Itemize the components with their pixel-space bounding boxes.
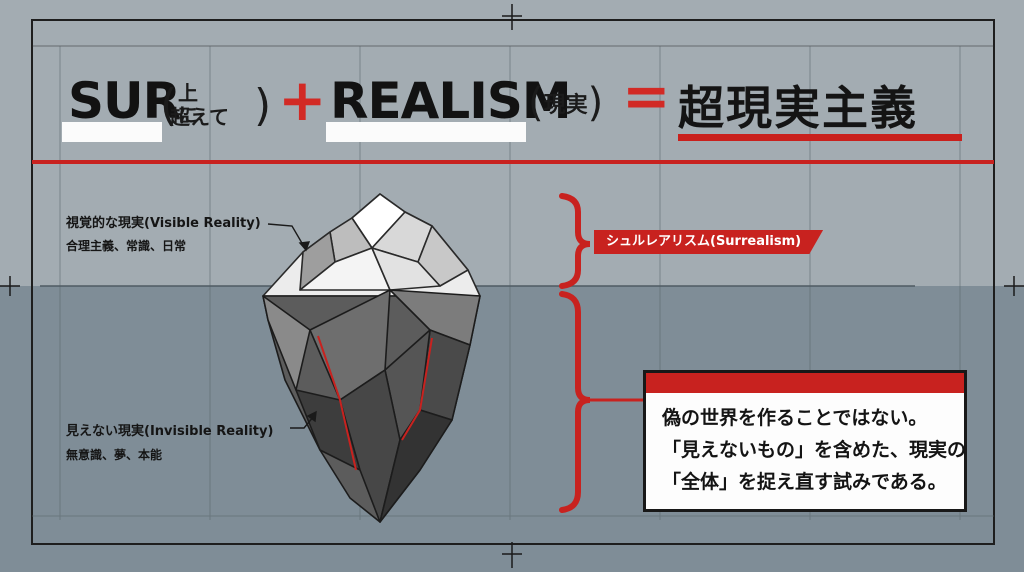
outer-frame — [31, 19, 995, 545]
callout-line-2: 「見えないもの」を含めた、現実の — [662, 439, 967, 461]
sur-meaning-line1: 上に — [178, 81, 198, 127]
title-result: 超現実主義 — [678, 81, 918, 135]
callout-header-bar — [646, 373, 964, 393]
invisible-reality-label: 見えない現実(Invisible Reality) — [66, 424, 274, 439]
title-realism: REALISM — [330, 72, 572, 130]
sur-highlight — [62, 122, 162, 142]
invisible-reality-items: 無意識、夢、本能 — [66, 448, 163, 462]
plus-sign: + — [278, 66, 327, 134]
open-paren: ( — [160, 80, 178, 131]
callout-box: 偽の世界を作ることではない。 「見えないもの」を含めた、現実の 「全体」を捉え直… — [643, 370, 967, 512]
realism-highlight — [326, 122, 526, 142]
iceberg-red-accents — [317, 335, 433, 471]
iceberg-submerged — [262, 289, 481, 523]
callout-line-3: 「全体」を捉え直す試みである。 — [662, 471, 947, 493]
visible-reality-items: 合理主義、常識、日常 — [66, 239, 187, 253]
surrealism-tag: シュルレアリスム(Surrealism) — [594, 230, 824, 254]
visible-reality-label: 視覚的な現実(Visible Reality) — [66, 216, 261, 231]
red-braces — [559, 193, 648, 513]
pointer-arrows — [267, 223, 317, 429]
crosshair-marks — [0, 4, 1024, 568]
callout-line-1: 偽の世界を作ることではない。 — [662, 407, 928, 429]
sur-meaning-line2: 超えて — [170, 105, 229, 129]
realism-meaning: (現実) — [528, 80, 604, 126]
result-underline — [678, 134, 962, 141]
realism-meaning-text: 現実 — [543, 93, 588, 118]
close-paren: ) — [254, 80, 272, 131]
title-divider — [32, 160, 994, 164]
equals-sign: = — [622, 62, 671, 130]
iceberg-visible — [262, 193, 481, 297]
title-sur: SUR — [68, 72, 181, 130]
